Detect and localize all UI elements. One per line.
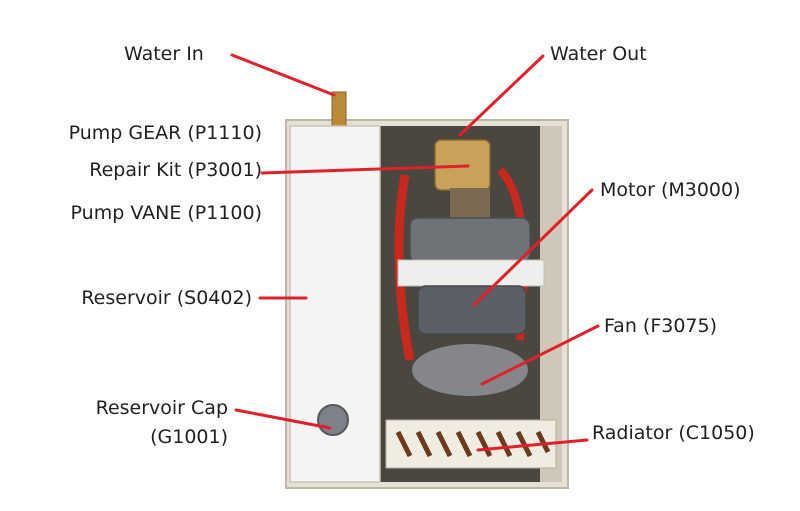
label-pump-gear: Pump GEAR (P1110) xyxy=(68,122,262,144)
leader-motor xyxy=(472,188,594,307)
leader-fan xyxy=(480,324,600,386)
cabinet-side-panel xyxy=(540,126,562,482)
leader-water-out xyxy=(458,54,545,137)
leader-radiator xyxy=(476,438,589,452)
motor-body-shape xyxy=(409,217,531,263)
water-in-pipe xyxy=(331,91,347,127)
fan-shape xyxy=(412,344,528,396)
motor-band-shape xyxy=(397,259,545,287)
label-reservoir-cap-line2: (G1001) xyxy=(150,426,228,448)
radiator-fins xyxy=(395,430,551,458)
label-water-out: Water Out xyxy=(550,43,647,65)
label-motor: Motor (M3000) xyxy=(600,179,741,201)
pump-body-shape xyxy=(450,188,490,218)
label-pump-vane: Pump VANE (P1100) xyxy=(70,202,262,224)
leader-reservoir-cap xyxy=(234,408,332,430)
label-fan: Fan (F3075) xyxy=(604,315,718,337)
label-reservoir-cap-line1: Reservoir Cap xyxy=(95,397,228,419)
label-reservoir: Reservoir (S0402) xyxy=(81,287,252,309)
label-water-in: Water In xyxy=(124,43,204,65)
reservoir-cap-shape xyxy=(317,404,349,436)
motor-lower-shape xyxy=(417,285,527,335)
label-repair-kit: Repair Kit (P3001) xyxy=(89,159,262,181)
label-radiator: Radiator (C1050) xyxy=(592,422,755,444)
leader-repair-kit xyxy=(260,164,470,175)
leader-water-in xyxy=(230,53,336,97)
